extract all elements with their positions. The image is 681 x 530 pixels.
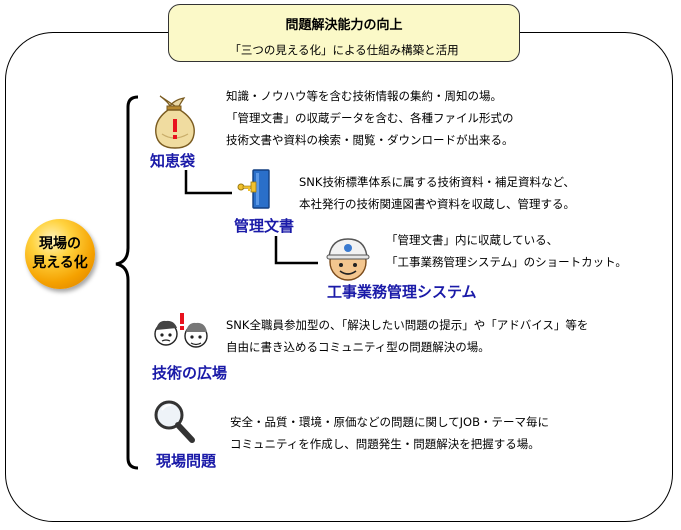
desc-line: 知識・ノウハウ等を含む技術情報の集約・周知の場。 xyxy=(226,89,502,103)
desc-line: SNK全職員参加型の、「解決したい問題の提示」や「アドバイス」等を xyxy=(226,318,589,332)
label-kanri-bunsho[interactable]: 管理文書 xyxy=(234,217,295,235)
desc-line: 安全・品質・環境・原価などの問題に関してJOB・テーマ毎に xyxy=(230,415,549,429)
desc-line: 「管理文書」の収蔵データを含む、各種ファイル形式の xyxy=(226,111,514,125)
hardhat-worker-icon[interactable] xyxy=(323,235,373,287)
label-koji-system[interactable]: 工事業務管理システム xyxy=(327,283,477,301)
page-subtitle: 「三つの見える化」による仕組み構築と活用 xyxy=(229,43,459,57)
desc-line: 「工事業務管理システム」のショートカット。 xyxy=(386,255,627,269)
desc-hiroba: SNK全職員参加型の、「解決したい問題の提示」や「アドバイス」等を 自由に書き込… xyxy=(226,314,588,358)
center-line1: 現場の xyxy=(39,236,81,252)
connector-koji xyxy=(274,236,318,265)
desc-line: 自由に書き込めるコミュニティ型の問題解決の場。 xyxy=(226,340,490,354)
desc-chiebukuro: 知識・ノウハウ等を含む技術情報の集約・周知の場。 「管理文書」の収蔵データを含む… xyxy=(226,85,514,151)
desc-line: コミュニティを作成し、問題発生・問題解決を把握する場。 xyxy=(230,437,540,451)
curly-brace xyxy=(115,95,139,470)
label-hiroba[interactable]: 技術の広場 xyxy=(152,364,228,382)
locked-binder-icon[interactable] xyxy=(236,167,272,215)
title-box: 問題解決能力の向上 「三つの見える化」による仕組み構築と活用 xyxy=(168,4,520,62)
page-title: 問題解決能力の向上 xyxy=(285,18,403,33)
desc-line: 技術文書や資料の検索・閲覧・ダウンロードが出来る。 xyxy=(226,133,514,147)
connector-kanri xyxy=(184,170,232,195)
desc-genba-mondai: 安全・品質・環境・原価などの問題に関してJOB・テーマ毎に コミュニティを作成し… xyxy=(230,411,549,455)
center-bubble: 現場の 見える化 xyxy=(25,219,95,289)
label-chiebukuro[interactable]: 知恵袋 xyxy=(150,152,196,170)
center-line2: 見える化 xyxy=(32,255,88,271)
desc-line: 本社発行の技術関連図書や資料を収蔵し、管理する。 xyxy=(299,197,575,211)
discussion-people-icon[interactable] xyxy=(152,310,214,360)
desc-line: 「管理文書」内に収蔵している、 xyxy=(386,233,559,247)
treasure-bag-icon[interactable] xyxy=(150,92,200,154)
magnifier-icon[interactable] xyxy=(152,398,196,448)
label-genba-mondai[interactable]: 現場問題 xyxy=(156,452,217,470)
desc-koji-system: 「管理文書」内に収蔵している、 「工事業務管理システム」のショートカット。 xyxy=(386,229,627,273)
desc-line: SNK技術標準体系に属する技術資料・補足資料など、 xyxy=(299,175,575,189)
desc-kanri-bunsho: SNK技術標準体系に属する技術資料・補足資料など、 本社発行の技術関連図書や資料… xyxy=(299,171,575,215)
